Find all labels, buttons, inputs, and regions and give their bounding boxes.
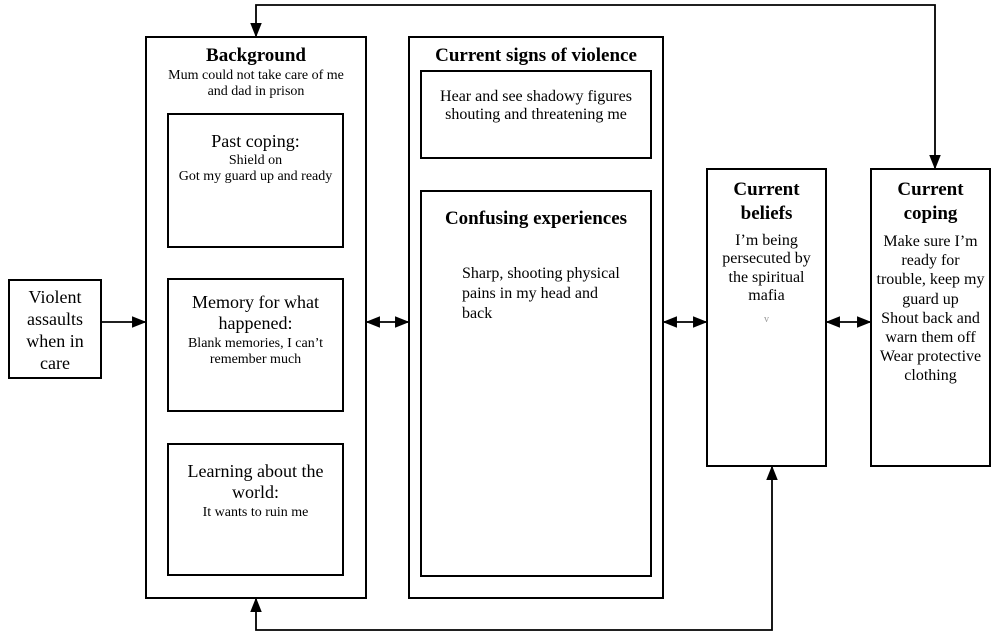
learning-body: It wants to ruin me [202, 505, 309, 520]
learning-heading: Learning about the world: [187, 461, 324, 502]
arrow-top-loop [250, 4, 941, 170]
violent-assaults-text: Violent assaults when in care [26, 287, 84, 373]
learning-box: Learning about the world: It wants to ru… [167, 443, 344, 576]
memory-box: Memory for what happened: Blank memories… [167, 278, 344, 412]
memory-body: Blank memories, I can’t remember much [187, 336, 324, 368]
past-coping-box: Past coping: Shield on Got my guard up a… [167, 113, 344, 248]
background-subtitle: Mum could not take care of me and dad in… [168, 68, 344, 100]
coping-title: Current coping [897, 179, 964, 224]
violent-assaults-box: Violent assaults when in care [8, 279, 102, 379]
hear-see-text: Hear and see shadowy figures shouting an… [440, 88, 632, 124]
confusing-body: Sharp, shooting physical pains in my hea… [462, 265, 620, 322]
background-title: Background [206, 45, 306, 66]
beliefs-box: Current beliefs I’m being persecuted by … [706, 168, 827, 467]
arrow-bottom-loop [250, 465, 778, 631]
past-coping-heading: Past coping: [211, 131, 300, 151]
memory-heading: Memory for what happened: [192, 292, 319, 333]
signs-title: Current signs of violence [435, 45, 637, 66]
confusing-title: Confusing experiences [444, 208, 628, 229]
beliefs-title: Current beliefs [733, 179, 800, 224]
beliefs-mark: v [764, 314, 769, 325]
confusing-box: Confusing experiences Sharp, shooting ph… [420, 190, 652, 577]
coping-box: Current coping Make sure I’m ready for t… [870, 168, 991, 467]
coping-body: Make sure I’m ready for trouble, keep my… [876, 233, 985, 385]
hear-see-box: Hear and see shadowy figures shouting an… [420, 70, 652, 159]
beliefs-body: I’m being persecuted by the spiritual ma… [722, 232, 811, 305]
past-coping-body: Shield on Got my guard up and ready [178, 153, 333, 185]
